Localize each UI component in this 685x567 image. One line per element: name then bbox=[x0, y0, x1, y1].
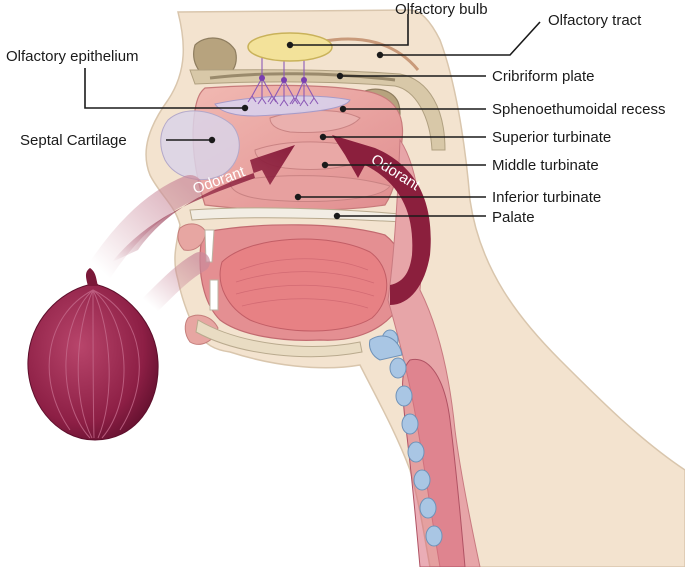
upper-lip bbox=[177, 223, 207, 251]
tongue-muscle-lines bbox=[235, 258, 375, 309]
red-onion bbox=[27, 268, 159, 441]
leader-olfactory-tract bbox=[380, 21, 541, 56]
pharynx bbox=[387, 138, 481, 567]
leader-olfactory-bulb bbox=[290, 14, 409, 46]
retronasal-trail bbox=[140, 252, 210, 315]
upper-tooth bbox=[204, 229, 215, 263]
olfactory-neurons bbox=[259, 75, 307, 83]
label-olfactory-bulb: Olfactory bulb bbox=[395, 1, 488, 18]
lower-tooth bbox=[209, 279, 219, 311]
label-superior-turbinate: Superior turbinate bbox=[492, 129, 611, 146]
label-palate: Palate bbox=[492, 209, 535, 226]
retronasal-odorant-arrow bbox=[332, 135, 431, 305]
leader-olfactory-epithelium bbox=[84, 68, 245, 109]
inhale-trail bbox=[87, 175, 203, 283]
label-sphenoethmoidal-recess: Sphenoethumoidal recess bbox=[492, 101, 665, 118]
label-inferior-turbinate: Inferior turbinate bbox=[492, 189, 601, 206]
olfactory-nerve-fibers bbox=[247, 58, 319, 107]
head-skin bbox=[180, 0, 520, 10]
onion-stripes bbox=[48, 289, 140, 439]
label-cribriform-plate: Cribriform plate bbox=[492, 68, 595, 85]
epiglottis bbox=[369, 335, 403, 361]
label-septal-cartilage: Septal Cartilage bbox=[20, 132, 127, 149]
onion-top bbox=[86, 268, 98, 286]
olfactory-tract-shape bbox=[319, 37, 420, 71]
jaw-bone bbox=[195, 319, 363, 358]
trachea bbox=[402, 358, 466, 567]
septal-cartilage-shape bbox=[160, 110, 240, 181]
label-middle-turbinate: Middle turbinate bbox=[492, 157, 599, 174]
label-olfactory-tract: Olfactory tract bbox=[548, 12, 642, 29]
inhale-odorant-arrow bbox=[112, 145, 295, 262]
leader-lines bbox=[84, 14, 541, 220]
cribriform-plate-line bbox=[209, 72, 396, 82]
label-olfactory-epithelium: Olfactory epithelium bbox=[6, 48, 139, 65]
